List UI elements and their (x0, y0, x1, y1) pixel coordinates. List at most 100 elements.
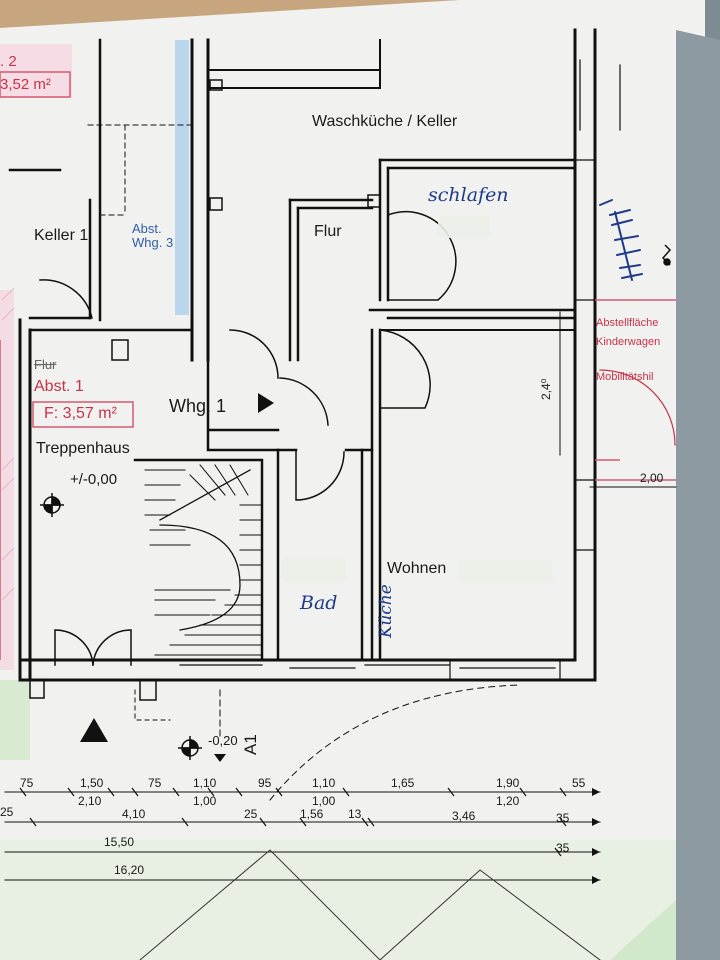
flur-top (288, 198, 374, 210)
red-box-top (0, 71, 71, 98)
tape-wohnen (457, 560, 553, 582)
pink-hatch (1, 287, 15, 601)
whg-walls (206, 358, 280, 452)
dim-arrows (592, 788, 600, 884)
dim-value: 1,10 (193, 776, 217, 790)
north-triangle (80, 718, 108, 742)
dashed-abst (87, 124, 193, 216)
dim-value: 1,00 (193, 794, 217, 808)
label-section-a1: A1 (241, 734, 260, 755)
dim-value: 1,50 (80, 776, 104, 790)
stair-box (133, 458, 264, 662)
dim-value: 3,46 (452, 809, 476, 823)
outer-wall-bottom (18, 658, 597, 682)
dim-value: 55 (572, 776, 586, 790)
dim-200-label: 2,00 (640, 471, 664, 485)
dim-value: 2,10 (78, 794, 102, 808)
red-abst1: Abst. 1 (34, 378, 84, 395)
label-abst-whg3: Abst. Whg. 3 (132, 221, 174, 250)
stair-curve-2 (159, 469, 251, 521)
label-level-inside: +/-0,00 (70, 471, 118, 488)
label-treppenhaus: Treppenhaus (36, 440, 130, 457)
schlafen-left (378, 158, 390, 302)
tape-bad (282, 558, 346, 582)
dim-value: 25 (244, 807, 258, 821)
red-top-area: 3,52 m² (0, 76, 51, 93)
level-marker-inside (40, 493, 64, 517)
window-right (574, 59, 621, 551)
axis-arrow (214, 754, 226, 762)
schlafen-bottom (368, 308, 577, 320)
bad-walls (276, 448, 364, 662)
wohnen-left (370, 328, 382, 662)
label-keller1: Keller 1 (34, 227, 89, 244)
wall-col-205 (190, 38, 210, 362)
dim-value: 1,20 (496, 794, 520, 808)
hand-hatch (599, 199, 643, 281)
green-strip (0, 680, 30, 760)
dim-ticks (19, 787, 567, 857)
dim-value: 1,90 (496, 776, 520, 790)
schlafen-top (378, 158, 577, 170)
door-flur-left (39, 279, 93, 319)
keller-wall (8, 38, 102, 322)
label-waschkueche: Waschküche / Keller (312, 113, 458, 130)
light-green-zone (0, 840, 676, 960)
pink-left-strip (0, 290, 14, 670)
hand-bad: Bad (300, 592, 338, 614)
dim-value: 1,10 (312, 776, 336, 790)
label-flur-left: Flur (34, 357, 57, 372)
door-entrance-left (54, 629, 94, 666)
door-abstell (599, 369, 676, 446)
dim-24: 2,4⁰ (539, 378, 553, 401)
dim-value: 75 (148, 776, 162, 790)
red-note-1: Abstellfläche (596, 317, 659, 329)
flur-left-top (28, 316, 194, 332)
stair-curve (159, 524, 241, 631)
red-right-marks (595, 299, 676, 481)
outlet-symbol (661, 244, 672, 266)
entry-arrow (258, 393, 274, 413)
label-flur-right: Flur (314, 223, 342, 240)
left-wall (18, 318, 32, 682)
stair-treads (144, 464, 263, 656)
hand-kueche: Küche (376, 584, 396, 638)
red-area1: F: 3,57 m² (44, 405, 117, 422)
door-whg (229, 329, 279, 379)
dim-value: 75 (20, 776, 34, 790)
door-flur-lower (279, 377, 329, 426)
dim-value: 16,20 (114, 863, 145, 877)
dim-value: 95 (258, 776, 272, 790)
label-level-outside: -0,20 (208, 733, 238, 748)
window-bottom (179, 659, 561, 681)
level-marker-outside (178, 736, 202, 760)
red-note-3: Mobilitätshil (596, 371, 654, 383)
outer-wall-right (573, 28, 597, 682)
red-top-num: . 2 (0, 53, 17, 70)
dim-value: 15,50 (104, 835, 135, 849)
dim-value: 1,56 (300, 807, 324, 821)
paper-shadow-right (676, 30, 720, 960)
door-schlafen (387, 210, 457, 301)
bg-triangles (139, 849, 601, 960)
dim-value: 1,00 (312, 794, 336, 808)
blue-column (175, 40, 189, 315)
dim-value: 25 (0, 805, 14, 819)
red-box-area (32, 401, 134, 428)
label-wohnen: Wohnen (387, 560, 447, 577)
dim-value: 4,10 (122, 807, 146, 821)
top-box (207, 39, 381, 89)
pink-top-block (0, 44, 72, 98)
dim-value: 13 (348, 807, 362, 821)
tape-schlafen (438, 216, 490, 238)
blocks (29, 79, 381, 701)
dashed-path (134, 689, 171, 721)
door-entrance-right (92, 629, 132, 666)
red-note-2: Kinderwagen (596, 336, 661, 348)
door-bad (295, 449, 345, 501)
desk-edge (0, 0, 460, 28)
label-whg1: Whg. 1 (169, 396, 227, 416)
door-wohnen (379, 329, 431, 409)
dim-value: 1,65 (391, 776, 415, 790)
